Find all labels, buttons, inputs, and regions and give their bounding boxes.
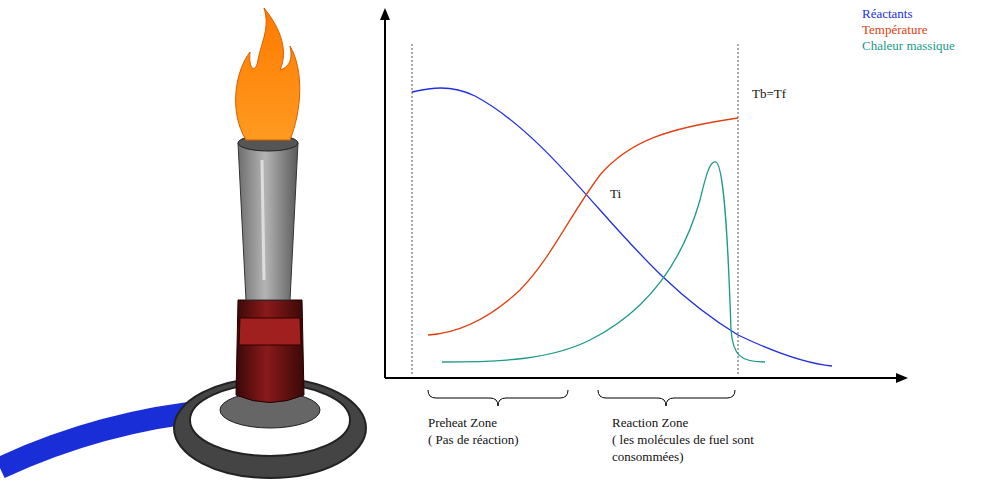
- x-arrow: [896, 373, 908, 383]
- zone-bound: [738, 44, 739, 376]
- legend-entry: Chaleur massique: [862, 38, 955, 54]
- zone-note: ( Pas de réaction): [428, 432, 519, 449]
- zone-name: Preheat Zone: [428, 415, 497, 432]
- y-arrow: [380, 8, 390, 20]
- legend-entry: Réactants: [862, 6, 913, 22]
- ignition-temperature: Ti: [610, 186, 621, 203]
- zone-name: Reaction Zone: [612, 415, 688, 432]
- temperature-end: Tb=Tf: [752, 86, 786, 103]
- collar-band: [239, 318, 301, 345]
- flame: [236, 8, 300, 140]
- burner-tube: [238, 143, 298, 300]
- reactants-curve: [412, 88, 832, 366]
- zone-bound: [412, 44, 413, 376]
- y-axis: [384, 18, 386, 378]
- legend-entry: Température: [862, 22, 928, 38]
- legend-text: Température: [862, 22, 928, 37]
- heat-curve: [442, 162, 765, 362]
- air-collar: [236, 300, 304, 403]
- legend-text: Chaleur massique: [862, 38, 955, 53]
- zone-brace: [428, 390, 568, 406]
- zone-brace: [598, 390, 735, 406]
- legend-text: Réactants: [862, 6, 913, 21]
- x-axis: [385, 377, 898, 379]
- tube-highlight: [262, 160, 264, 280]
- zone-note: ( les molécules de fuel sont consommées): [612, 432, 762, 466]
